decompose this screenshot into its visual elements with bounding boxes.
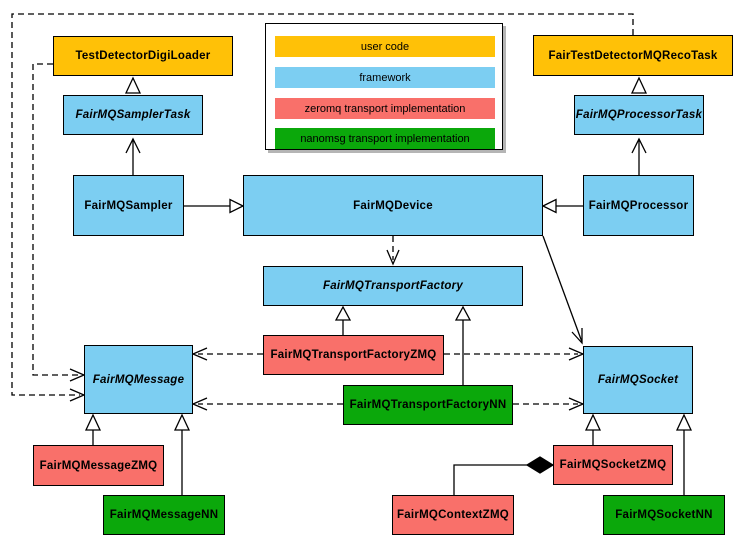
node-fairmq-message: FairMQMessage xyxy=(84,345,193,414)
edge-messagezmq-message xyxy=(84,413,102,445)
edge-factoryzmq-socket xyxy=(444,347,585,361)
node-fairmq-transport-factory: FairMQTransportFactory xyxy=(263,266,523,306)
node-fairmq-context-zmq: FairMQContextZMQ xyxy=(392,495,514,535)
node-fairmq-processor: FairMQProcessor xyxy=(583,175,694,236)
node-fairmq-sampler: FairMQSampler xyxy=(73,175,184,236)
legend-label: framework xyxy=(359,71,411,84)
edge-factoryzmq-message xyxy=(191,347,263,361)
node-test-detector-digi-loader: TestDetectorDigiLoader xyxy=(53,36,233,76)
node-fairmq-socket: FairMQSocket xyxy=(583,346,693,414)
node-fairmq-transport-factory-nn: FairMQTransportFactoryNN xyxy=(343,385,513,425)
edge-sampler-device xyxy=(184,198,245,214)
edge-device-socket xyxy=(542,235,583,345)
edge-contextzmq-socketzmq xyxy=(453,456,555,495)
node-fairmq-socket-nn: FairMQSocketNN xyxy=(603,495,725,535)
node-fairmq-device: FairMQDevice xyxy=(243,175,543,236)
node-fairmq-transport-factory-zmq: FairMQTransportFactoryZMQ xyxy=(263,335,444,375)
legend-label: user code xyxy=(360,40,410,53)
edge-socketzmq-socket xyxy=(584,413,602,445)
edge-digiloader-samplertask xyxy=(124,76,142,94)
edge-sampler-samplertask xyxy=(125,137,141,175)
node-fairmq-socket-zmq: FairMQSocketZMQ xyxy=(553,445,673,485)
edge-factorynn-socket xyxy=(513,397,585,411)
edge-device-transportfactory xyxy=(386,236,400,266)
legend-item-framework: framework xyxy=(275,67,495,88)
edge-factoryzmq-factory xyxy=(334,305,352,335)
node-fairmq-sampler-task: FairMQSamplerTask xyxy=(63,95,203,135)
legend-item-nanomsg: nanomsg transport implementation xyxy=(275,128,495,149)
node-fair-test-detector-mq-reco-task: FairTestDetectorMQRecoTask xyxy=(533,35,733,76)
edge-processor-processortask xyxy=(631,137,647,175)
legend-item-zeromq: zeromq transport implementation xyxy=(275,98,495,119)
edge-messagenn-message xyxy=(173,413,191,495)
legend-item-user-code: user code xyxy=(275,36,495,57)
edge-socketnn-socket xyxy=(675,413,693,495)
node-fairmq-message-nn: FairMQMessageNN xyxy=(103,495,225,535)
edge-factorynn-factory xyxy=(454,305,472,385)
edge-factorynn-message xyxy=(191,397,343,411)
node-fairmq-message-zmq: FairMQMessageZMQ xyxy=(33,445,164,486)
legend-label: nanomsg transport implementation xyxy=(300,132,470,145)
node-fairmq-processor-task: FairMQProcessorTask xyxy=(574,95,704,135)
edge-recotask-processortask xyxy=(630,76,648,94)
edge-processor-device xyxy=(541,198,583,214)
legend: user code framework zeromq transport imp… xyxy=(265,23,503,150)
legend-label: zeromq transport implementation xyxy=(304,102,466,115)
